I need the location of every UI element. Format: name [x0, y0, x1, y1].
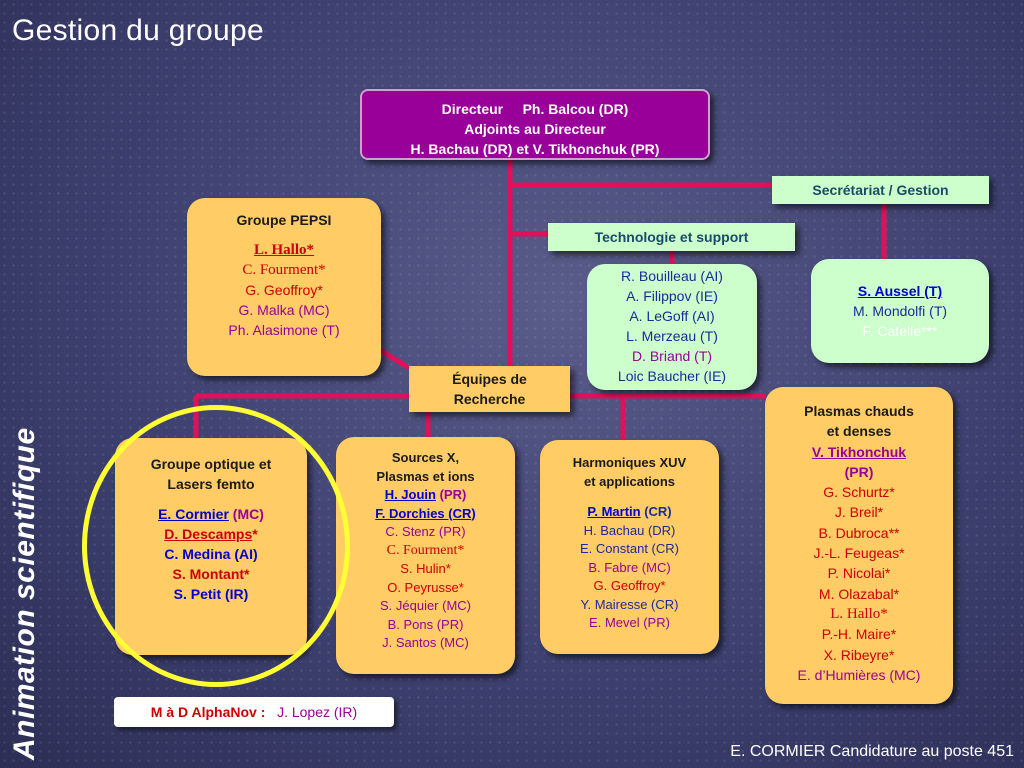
- member-maire: P.-H. Maire*: [821, 626, 897, 643]
- member-briand: D. Briand (T): [631, 348, 713, 364]
- member-dhumieres: E. d’Humières (MC): [797, 666, 921, 683]
- equipes-box: Équipes de Recherche: [409, 366, 570, 412]
- member-breil: J. Breil*: [834, 504, 884, 521]
- footer-text: E. CORMIER Candidature au poste 451: [730, 743, 1014, 760]
- member-hulin: S. Hulin*: [400, 561, 451, 576]
- plasmas-title-1: Plasmas chauds: [804, 403, 914, 419]
- sourcesx-title-2: Plasmas et ions: [376, 468, 475, 484]
- side-label: Animation scientifique: [8, 427, 41, 760]
- member-martin: P. Martin (CR): [587, 504, 672, 519]
- member-hallo: L. Hallo*: [253, 242, 314, 258]
- member-jequier: S. Jéquier (MC): [379, 598, 472, 613]
- member-aussel: S. Aussel (T): [857, 283, 943, 299]
- member-tikhonchuk-grade: (PR): [844, 463, 874, 480]
- member-catelle: F. Catelle***: [862, 323, 938, 339]
- member-constant: E. Constant (CR): [580, 541, 679, 556]
- equipes-label-2: Recherche: [453, 391, 526, 407]
- member-feugeas: J.-L. Feugeas*: [813, 545, 905, 562]
- member-jouin: H. Jouin (PR): [384, 487, 467, 502]
- member-santos: J. Santos (MC): [382, 635, 469, 650]
- member-fabre: B. Fabre (MC): [588, 559, 671, 575]
- member-ribeyre: X. Ribeyre*: [823, 646, 895, 663]
- member-tikhonchuk: V. Tikhonchuk: [811, 443, 907, 460]
- member-fourment-x: C. Fourment*: [386, 542, 465, 558]
- plasmas-title-2: et denses: [826, 423, 892, 440]
- connector-line: [378, 347, 411, 371]
- member-pons: B. Pons (PR): [387, 616, 464, 632]
- pepsi-box: Groupe PEPSI L. Hallo* C. Fourment* G. G…: [187, 198, 381, 376]
- member-malka: G. Malka (MC): [238, 302, 330, 318]
- pepsi-title: Groupe PEPSI: [236, 212, 332, 228]
- secretariat-label-box: Secrétariat / Gestion: [772, 176, 989, 204]
- plasmas-box: Plasmas chauds et denses V. Tikhonchuk (…: [765, 387, 953, 704]
- member-bouilleau: R. Bouilleau (AI): [621, 268, 723, 284]
- technologie-members-box: R. Bouilleau (AI) A. Filippov (IE) A. Le…: [587, 264, 757, 390]
- member-merzeau: L. Merzeau (T): [626, 328, 718, 344]
- secretariat-label: Secrétariat / Gestion: [812, 182, 949, 198]
- member-baucher: Loic Baucher (IE): [617, 368, 727, 384]
- member-hallo-p: L. Hallo*: [830, 605, 888, 622]
- mad-label: M à D AlphaNov :: [150, 704, 266, 720]
- member-schurtz: G. Schurtz*: [823, 484, 895, 501]
- member-peyrusse: O. Peyrusse*: [387, 579, 464, 595]
- director-box: Directeur Ph. Balcou (DR) Adjoints au Di…: [360, 89, 710, 160]
- technologie-label: Technologie et support: [594, 229, 749, 245]
- director-label: Directeur: [441, 101, 504, 117]
- sourcesx-title-1: Sources X,: [391, 450, 460, 465]
- highlight-circle: [82, 405, 350, 687]
- member-mairesse: Y. Mairesse (CR): [580, 596, 679, 612]
- technologie-label-box: Technologie et support: [548, 223, 795, 251]
- harmoniques-box: Harmoniques XUV et applications P. Marti…: [540, 440, 719, 654]
- director-name: Ph. Balcou (DR): [522, 101, 629, 117]
- mad-alphanov-box: M à D AlphaNov : J. Lopez (IR): [114, 697, 394, 727]
- member-stenz: C. Stenz (PR): [385, 524, 466, 539]
- member-mondolfi: M. Mondolfi (T): [852, 303, 948, 319]
- harmoniques-title-2: et applications: [583, 473, 676, 489]
- secretariat-members-box: S. Aussel (T) M. Mondolfi (T) F. Catelle…: [811, 259, 989, 363]
- member-geoffroy: G. Geoffroy*: [245, 282, 323, 298]
- member-fourment: C. Fourment*: [242, 262, 326, 278]
- member-dubroca: B. Dubroca**: [818, 524, 900, 541]
- member-olazabal: M. Olazabal*: [818, 585, 900, 602]
- deputies-label: Adjoints au Directeur: [464, 121, 606, 137]
- deputies-names: H. Bachau (DR) et V. Tikhonchuk (PR): [410, 141, 660, 157]
- member-filippov: A. Filippov (IE): [626, 288, 718, 304]
- sourcesx-box: Sources X, Plasmas et ions H. Jouin (PR)…: [336, 437, 515, 674]
- member-nicolai: P. Nicolai*: [827, 565, 891, 582]
- member-bachau: H. Bachau (DR): [583, 522, 676, 538]
- member-geoffroy-h: G. Geoffroy*: [593, 578, 666, 593]
- member-dorchies: F. Dorchies (CR): [375, 505, 476, 521]
- harmoniques-title-1: Harmoniques XUV: [572, 455, 687, 470]
- mad-name: J. Lopez (IR): [277, 704, 358, 720]
- member-alasimone: Ph. Alasimone (T): [228, 322, 340, 338]
- equipes-label-1: Équipes de: [452, 371, 527, 387]
- page-title: Gestion du groupe: [12, 14, 264, 47]
- member-legoff: A. LeGoff (AI): [629, 308, 715, 324]
- member-mevel: E. Mevel (PR): [589, 615, 670, 630]
